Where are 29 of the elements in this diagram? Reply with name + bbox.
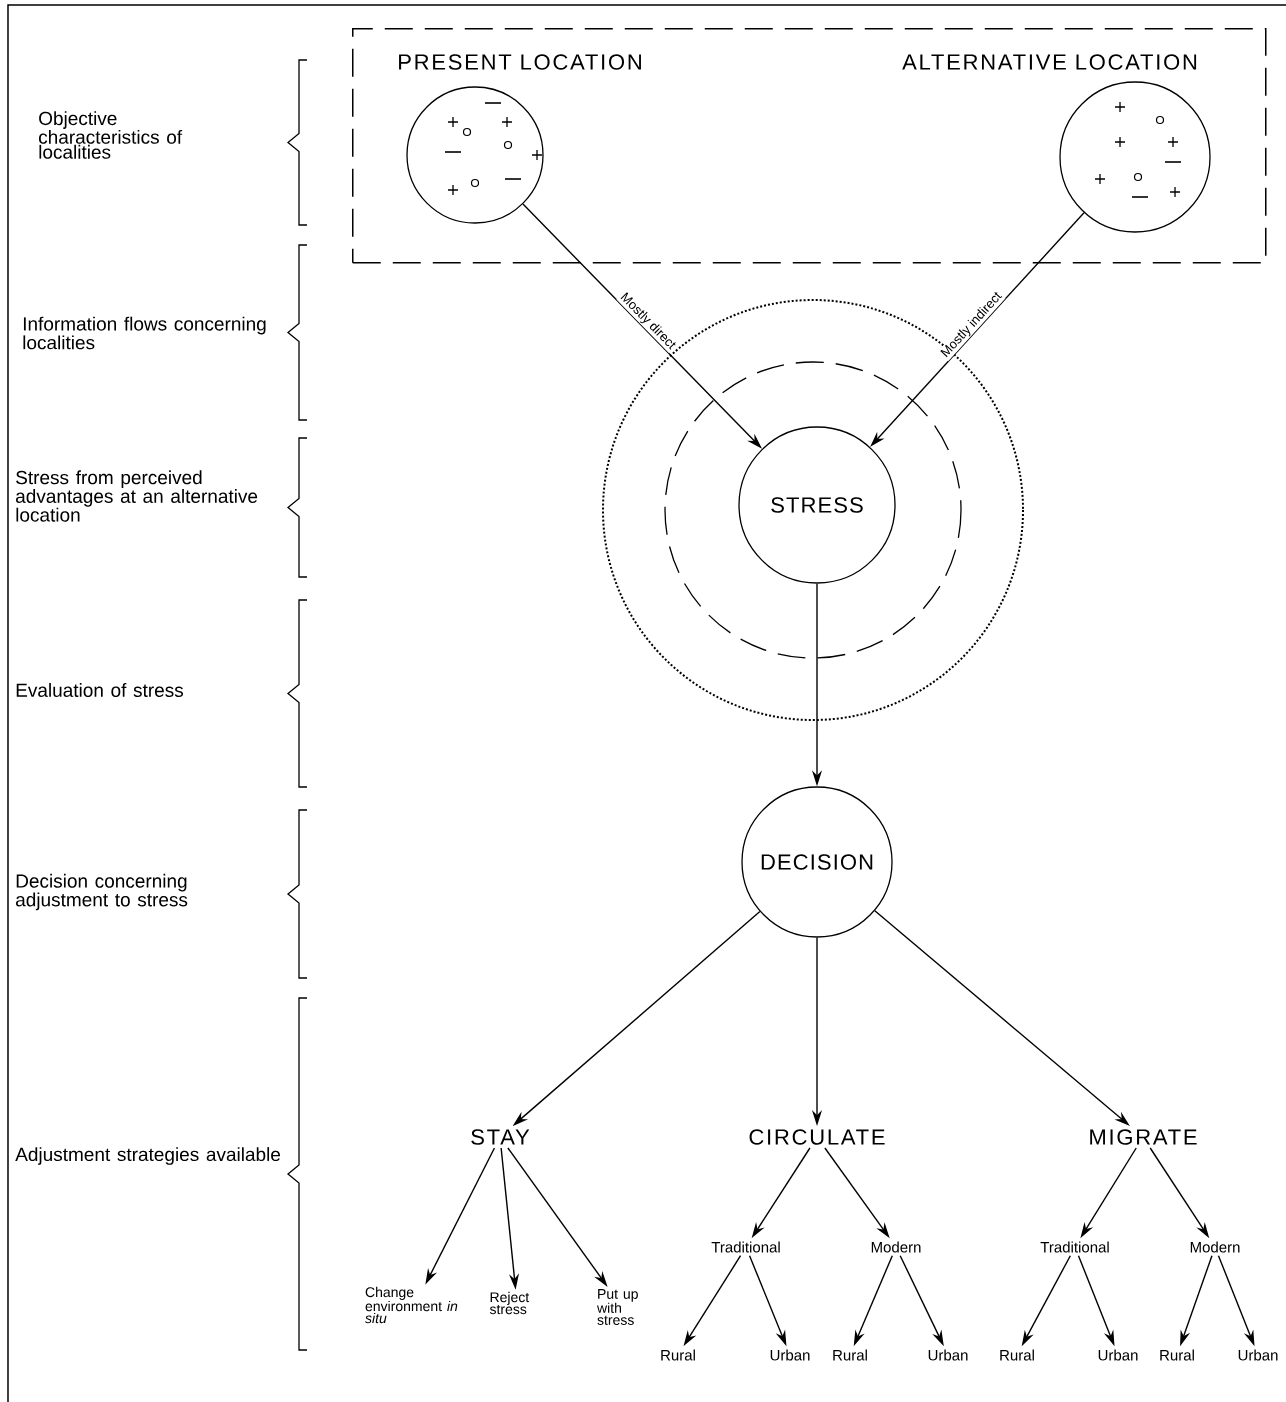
strategy-label: STAY: [471, 1129, 530, 1145]
option-label: Urban: [1098, 1349, 1138, 1361]
option-label: Traditional: [1040, 1241, 1109, 1253]
option-label: Traditional: [711, 1241, 780, 1253]
stage-label: Stress from perceived advantages at an alternative location: [16, 470, 258, 522]
option-label: Urban: [770, 1349, 810, 1361]
option-label: Rural: [1000, 1349, 1034, 1361]
option-label: Change environment in situ: [365, 1286, 458, 1324]
stage-label: Adjustment strategies available: [15, 1147, 281, 1165]
stage-label: Information flows concerning localities: [23, 316, 266, 350]
option-label: Modern: [871, 1241, 921, 1253]
option-label: Rural: [833, 1349, 867, 1361]
circle-node: STRESS: [738, 426, 896, 584]
location-heading: PRESENT LOCATION: [399, 54, 641, 70]
option-label: Reject stress: [489, 1291, 530, 1315]
option-label: Urban: [928, 1349, 968, 1361]
location-heading: ALTERNATIVE LOCATION: [902, 54, 1197, 70]
stage-label: Objective characteristics of localities: [39, 111, 183, 159]
option-label: Modern: [1190, 1241, 1240, 1253]
option-label: Rural: [1160, 1349, 1194, 1361]
circle-node: DECISION: [741, 786, 893, 938]
dashed-frame: [352, 28, 1267, 264]
stage-label: Evaluation of stress: [16, 683, 184, 697]
option-label: Rural: [661, 1349, 695, 1361]
option-label: Urban: [1238, 1349, 1278, 1361]
option-label: Put up with stress: [597, 1289, 638, 1325]
stage-label: Decision concerning adjustment to stress: [16, 873, 188, 911]
strategy-label: CIRCULATE: [749, 1129, 885, 1145]
strategy-label: MIGRATE: [1090, 1129, 1197, 1145]
